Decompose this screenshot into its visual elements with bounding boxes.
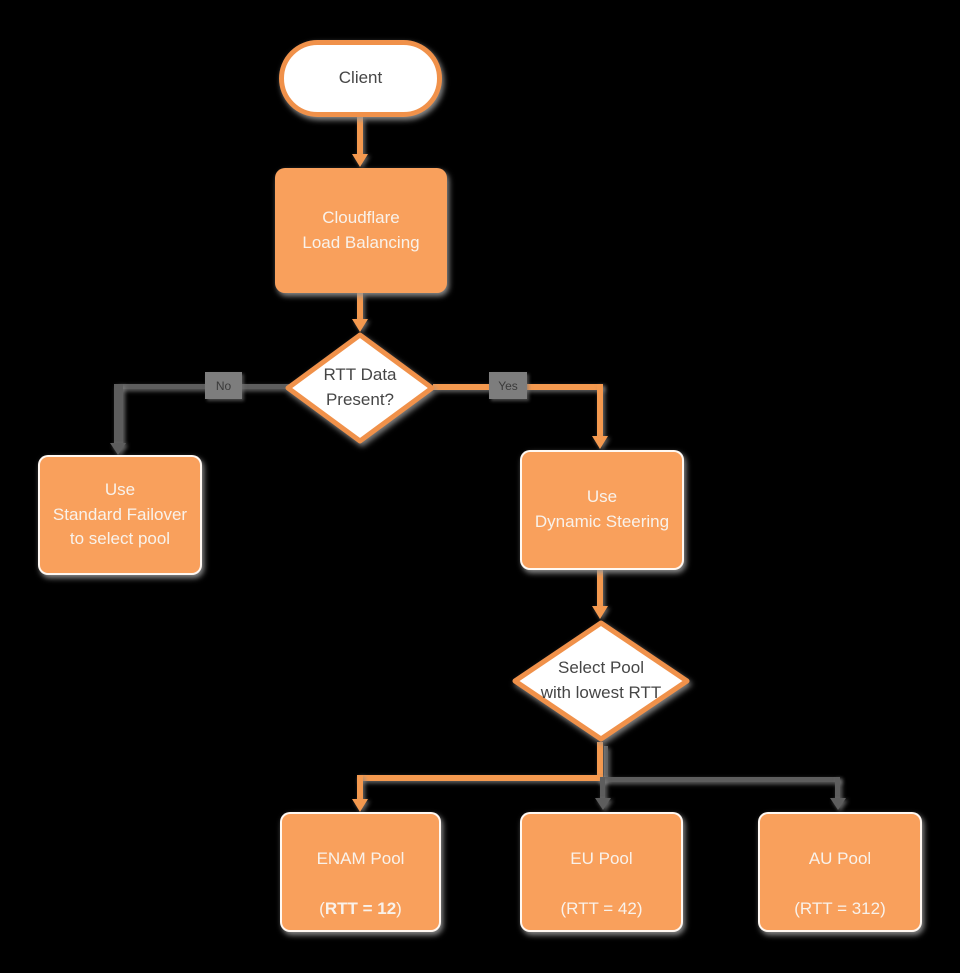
edge-no-branch-vertical bbox=[114, 384, 123, 445]
node-select-pool-decision: Select Pool with lowest RTT bbox=[512, 620, 690, 742]
edge-yes-branch-vertical bbox=[597, 384, 603, 436]
node-select-pool-decision-label: Select Pool with lowest RTT bbox=[540, 658, 662, 702]
edge-select-pool-drop bbox=[597, 742, 603, 781]
edge-label-no: No bbox=[205, 372, 242, 399]
edge-loadbalancer-to-rtt-decision bbox=[357, 293, 363, 321]
node-rtt-decision: RTT Data Present? bbox=[285, 332, 435, 444]
edge-select-pool-gray-drop bbox=[604, 746, 608, 780]
edge-au-vertical bbox=[835, 777, 840, 800]
node-enam-pool: ENAM Pool (RTT = 12) bbox=[280, 812, 441, 932]
eu-pool-rtt: (RTT = 42) bbox=[560, 898, 643, 918]
arrowhead-yes-branch bbox=[592, 436, 608, 449]
edge-label-no-text: No bbox=[215, 378, 232, 393]
node-standard-failover: Use Standard Failover to select pool bbox=[38, 455, 202, 575]
node-dynamic-steering: Use Dynamic Steering bbox=[520, 450, 684, 570]
au-pool-name: AU Pool bbox=[808, 849, 872, 869]
node-eu-pool-label: EU Pool (RTT = 42) bbox=[560, 823, 642, 922]
au-pool-rtt: (RTT = 312) bbox=[794, 898, 886, 918]
edge-label-yes-text: Yes bbox=[498, 378, 518, 393]
edge-enam-horizontal bbox=[357, 775, 603, 781]
edge-enam-vertical bbox=[357, 775, 363, 801]
edge-steering-to-select-pool bbox=[597, 570, 603, 608]
node-au-pool-label: AU Pool (RTT = 312) bbox=[794, 823, 886, 922]
eu-pool-name: EU Pool bbox=[570, 849, 633, 869]
decision-diamond-shape bbox=[512, 620, 690, 742]
enam-pool-paren-close: ) bbox=[396, 898, 402, 918]
node-client-label: Client bbox=[338, 68, 383, 88]
arrowhead-loadbalancer-to-rtt-decision bbox=[352, 319, 368, 332]
enam-pool-rtt: RTT = 12 bbox=[324, 898, 397, 918]
arrowhead-client-to-loadbalancer bbox=[352, 154, 368, 167]
arrowhead-no-branch bbox=[110, 443, 126, 455]
arrowhead-enam bbox=[352, 799, 368, 812]
enam-pool-name: ENAM Pool bbox=[316, 849, 405, 869]
node-enam-pool-label: ENAM Pool (RTT = 12) bbox=[317, 823, 405, 922]
node-dynamic-steering-label: Use Dynamic Steering bbox=[534, 487, 670, 531]
node-load-balancer-label: Cloudflare Load Balancing bbox=[302, 207, 420, 252]
node-standard-failover-label: Use Standard Failover to select pool bbox=[52, 480, 188, 549]
edge-au-horizontal bbox=[600, 777, 840, 782]
edge-client-to-loadbalancer bbox=[357, 117, 363, 155]
node-eu-pool: EU Pool (RTT = 42) bbox=[520, 812, 683, 932]
node-client: Client bbox=[279, 40, 442, 117]
edge-no-branch-horizontal bbox=[119, 384, 290, 389]
node-rtt-decision-label: RTT Data Present? bbox=[323, 365, 397, 409]
decision-diamond-shape bbox=[285, 332, 435, 444]
edge-eu-vertical bbox=[600, 777, 605, 800]
edge-label-yes: Yes bbox=[489, 372, 527, 399]
enam-pool-paren-open: ( bbox=[319, 898, 325, 918]
arrowhead-au bbox=[830, 798, 846, 810]
arrowhead-steering-to-select-pool bbox=[592, 606, 608, 619]
arrowhead-eu bbox=[595, 798, 611, 810]
node-au-pool: AU Pool (RTT = 312) bbox=[758, 812, 922, 932]
node-load-balancer: Cloudflare Load Balancing bbox=[275, 168, 447, 293]
